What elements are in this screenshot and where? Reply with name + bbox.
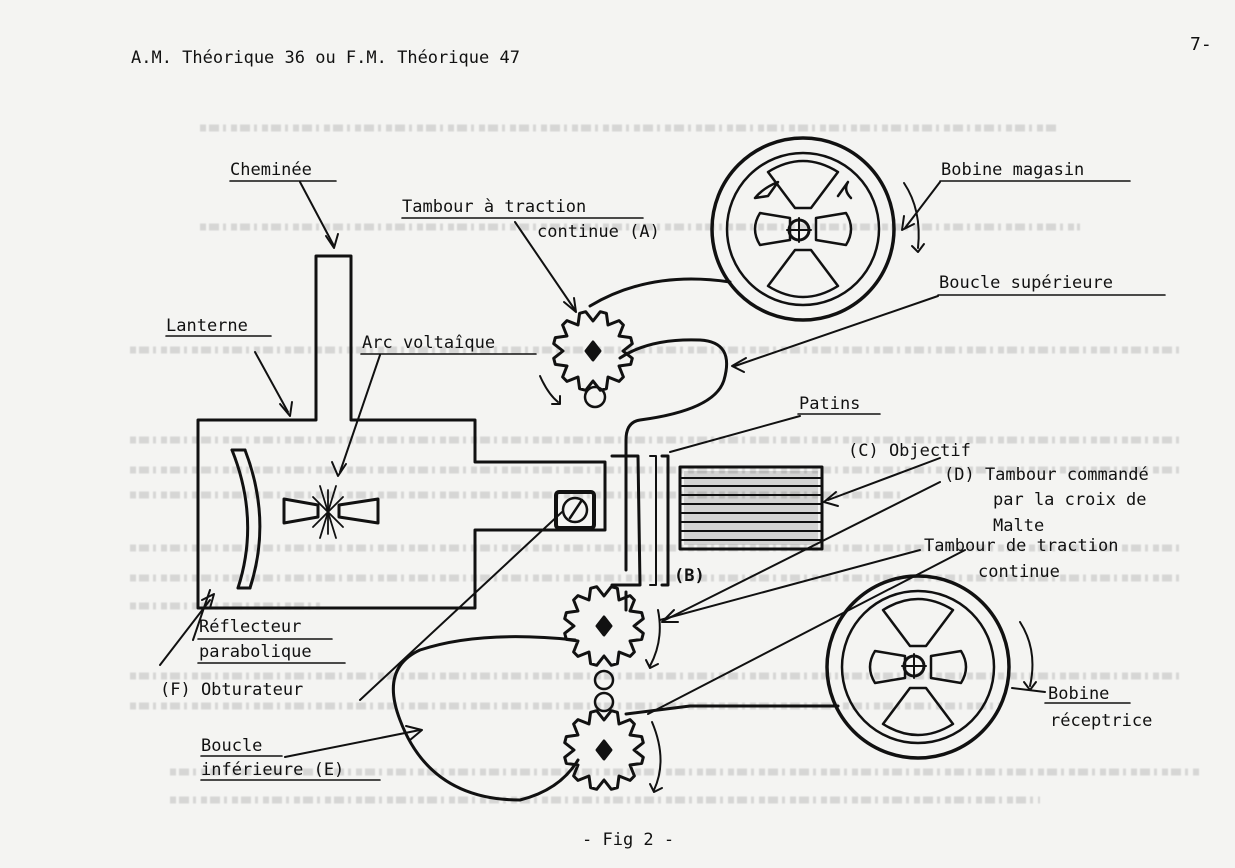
arc-spark [312,485,344,539]
label-tambour-a-line1: Tambour à traction [402,197,587,217]
label-tambour-traction-line2: continue [978,562,1060,582]
label-cheminee: Cheminée [230,160,312,180]
label-bobine-receptrice-line2: réceptrice [1050,711,1153,731]
label-boucle-inferieure-line1: Boucle [201,736,263,756]
sprocket-drums [552,310,645,791]
page-number: 7- [1190,34,1212,55]
label-b: (B) [674,566,705,586]
roller [593,669,615,691]
sprocket-hub [595,615,613,637]
label-boucle-inferieure-line2: inférieure (E) [201,760,345,780]
gate-shoe-left [610,454,642,587]
label-bobine-receptrice-line1: Bobine [1048,684,1110,704]
label-tambour-d-line2: par la croix de [993,490,1147,510]
label-tambour-d-line3: Malte [993,516,1045,536]
gate-shoe-right [660,454,670,587]
sprocket-drum [563,585,645,667]
label-tambour-traction-line1: Tambour de traction [924,536,1119,556]
figure-caption: - Fig 2 - [582,830,675,850]
label-objectif: (C) Objectif [848,441,971,461]
label-arc-voltaique: Arc voltaîque [362,333,496,353]
roller [593,691,615,713]
label-patins: Patins [799,394,861,414]
sprocket-hub [595,739,613,761]
sprocket-hub [584,340,602,362]
lantern-housing [196,254,607,610]
label-reflecteur-line1: Réflecteur [199,617,302,637]
sprocket-drum [552,310,634,392]
header-title: A.M. Théorique 36 ou F.M. Théorique 47 [131,48,520,68]
label-bobine-magasin: Bobine magasin [941,160,1085,180]
supply-reel [710,136,925,322]
label-boucle-superieure: Boucle supérieure [939,273,1113,293]
label-tambour-a-line2: continue (A) [537,222,660,242]
label-lanterne: Lanterne [166,316,248,336]
sprocket-drum [563,709,645,791]
label-obturateur: (F) Obturateur [160,680,304,700]
film-path [391,277,840,802]
label-tambour-d-line1: (D) Tambour commandé [944,465,1149,485]
arc-carbons [282,497,320,525]
roller [583,385,607,409]
takeup-reel [825,574,1037,760]
shutter [554,490,596,530]
objective-lens [678,465,824,551]
parabolic-reflector [230,448,250,590]
label-reflecteur-line2: parabolique [199,642,312,662]
